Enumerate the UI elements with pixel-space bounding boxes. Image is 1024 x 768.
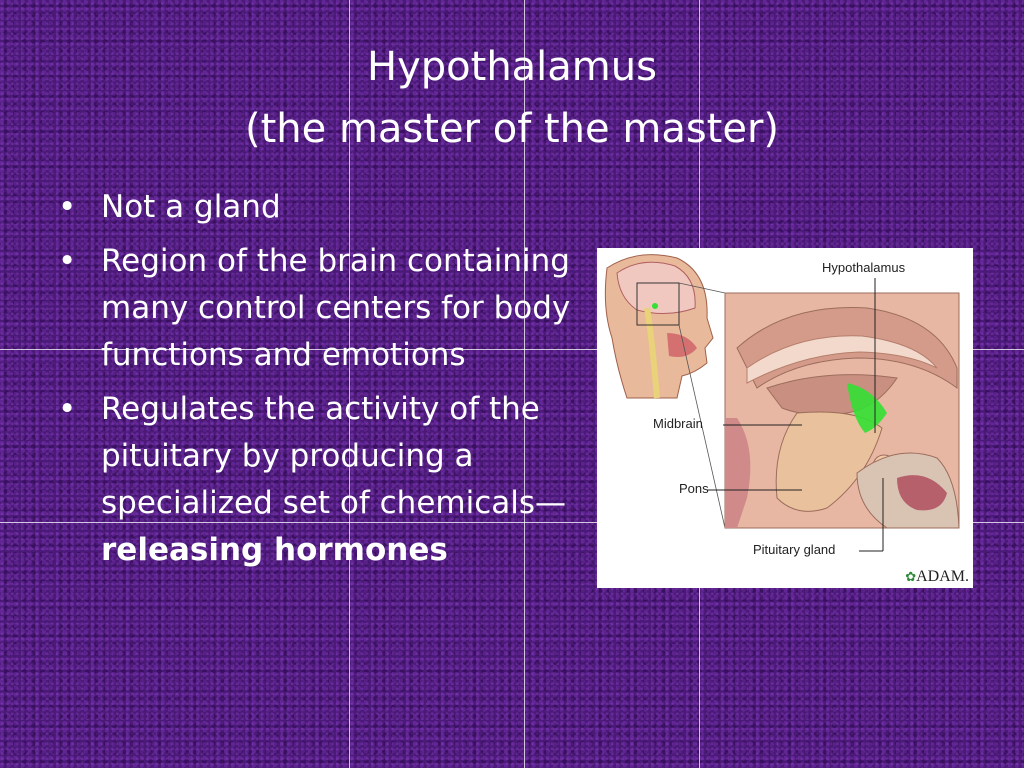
title-line-2: (the master of the master): [244, 106, 780, 152]
leaf-icon: ✿: [905, 569, 917, 584]
bullet-bold-text: releasing hormones: [101, 532, 448, 568]
adam-logo: ✿ADAM.: [905, 568, 969, 586]
label-hypothalamus: Hypothalamus: [822, 260, 906, 275]
brain-cross-section: [724, 292, 960, 529]
bullet-item: Regulates the activity of the pituitary …: [58, 386, 593, 574]
bullet-item: Region of the brain containing many cont…: [58, 238, 593, 379]
bullet-text: Region of the brain containing many cont…: [101, 243, 571, 373]
label-pons: Pons: [679, 481, 709, 496]
head-profile-inset: [604, 254, 714, 399]
grid-line: [524, 0, 525, 768]
title-line-1: Hypothalamus: [367, 44, 657, 90]
bullet-item: Not a gland: [58, 184, 593, 231]
brain-diagram: Hypothalamus Midbrain Pons Pituitary gla…: [597, 248, 973, 588]
brain-illustration: [604, 254, 960, 552]
bullet-text: Regulates the activity of the pituitary …: [101, 391, 566, 521]
bullet-list: Not a gland Region of the brain containi…: [58, 184, 593, 581]
label-midbrain: Midbrain: [653, 416, 703, 431]
slide-title: Hypothalamus (the master of the master): [0, 36, 1024, 160]
label-pituitary-gland: Pituitary gland: [753, 542, 836, 557]
adam-logo-text: ADAM.: [916, 568, 969, 585]
grid-line: [349, 0, 350, 768]
bullet-text: Not a gland: [101, 189, 281, 225]
